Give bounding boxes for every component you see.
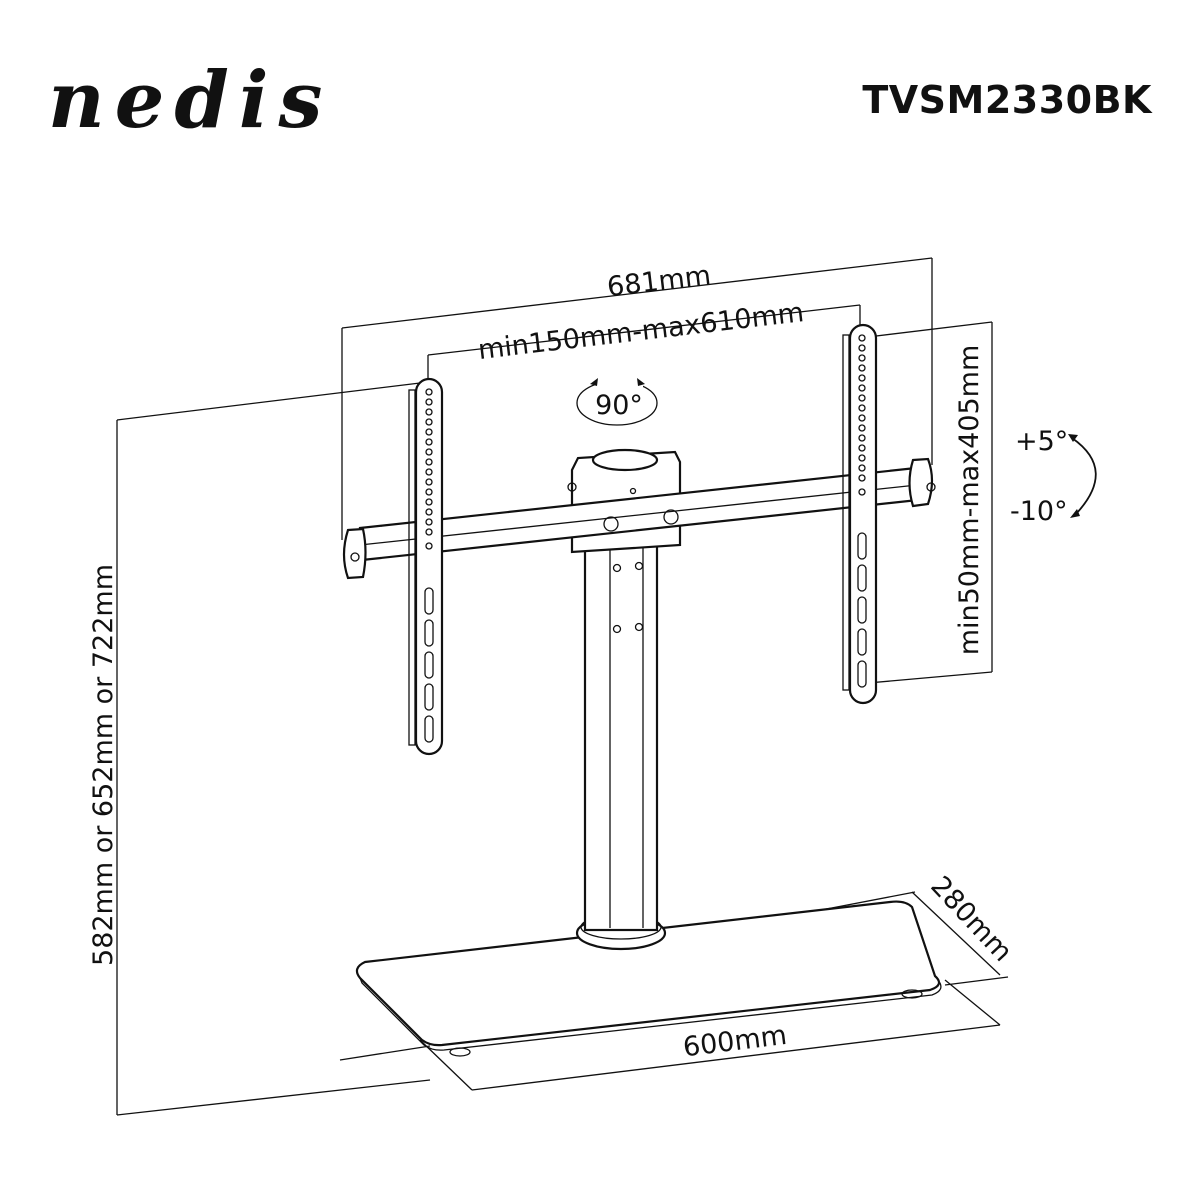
right-vesa-arm xyxy=(842,323,878,705)
tilt-down-label: -10° xyxy=(1010,496,1068,527)
swivel-label: 90° xyxy=(595,390,643,421)
arrow-down-icon xyxy=(1070,509,1080,518)
arrow-left-icon xyxy=(590,378,598,386)
swivel-indicator: 90° xyxy=(576,375,658,426)
column xyxy=(575,543,667,951)
vesa-horizontal-label: min150mm-max610mm xyxy=(476,297,805,366)
dimension-vesa-vertical: min50mm-max405mm xyxy=(867,321,993,684)
base-width-label: 600mm xyxy=(681,1020,788,1063)
dimension-height: 582mm or 652mm or 722mm xyxy=(88,382,431,1116)
left-vesa-arm xyxy=(408,377,444,756)
tilt-up-label: +5° xyxy=(1015,426,1068,457)
arrow-up-icon xyxy=(1068,434,1078,442)
cross-bar xyxy=(342,457,936,580)
brand-logo: nedis xyxy=(48,55,333,146)
overall-width-label: 681mm xyxy=(605,260,712,303)
base-depth-label: 280mm xyxy=(924,871,1018,968)
vesa-vertical-label: min50mm-max405mm xyxy=(954,345,985,656)
height-label: 582mm or 652mm or 722mm xyxy=(88,564,119,966)
model-number: TVSM2330BK xyxy=(862,78,1152,122)
arrow-right-icon xyxy=(637,378,645,386)
left-arm-holes xyxy=(424,388,434,743)
right-arm-holes xyxy=(857,334,867,688)
tilt-indicator: +5° -10° xyxy=(1010,426,1097,527)
base-plate xyxy=(355,900,942,1057)
